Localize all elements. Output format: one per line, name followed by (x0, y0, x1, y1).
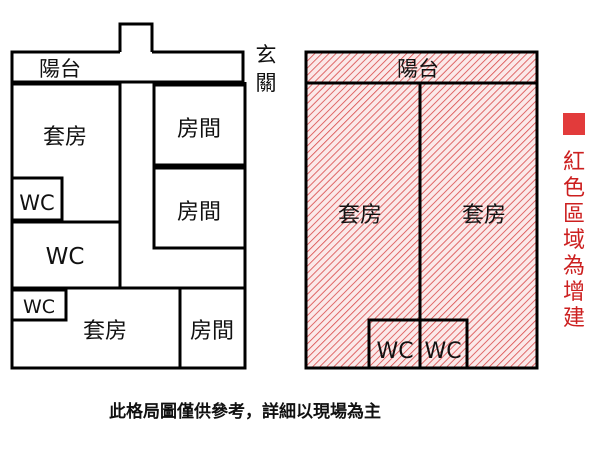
wc-small-1-outline (10, 176, 64, 222)
entrance-label-top: 玄 (256, 43, 277, 67)
left-balcony-label: 陽台 (39, 57, 81, 81)
wc-right-label: WC (424, 339, 461, 364)
suite-bottom-label: 套房 (83, 319, 127, 344)
wc-small-1-label: WC (19, 191, 54, 215)
legend-red-swatch (563, 113, 585, 135)
suite-right-label: 套房 (462, 203, 506, 228)
right-floor-plan: 陽台 套房 套房 WC WC (304, 50, 539, 370)
wc-small-2-outline (10, 288, 68, 322)
left-balcony-outline (10, 50, 245, 84)
room-2-outline (152, 166, 247, 250)
legend-char-3: 區 (563, 202, 585, 227)
right-wc-block-outline (367, 318, 469, 370)
legend-char-5: 為 (563, 254, 585, 279)
suite-top-label: 套房 (43, 125, 87, 150)
left-floor-plan: 陽台 玄 關 套房 房間 房間 WC WC WC 套房 房間 (10, 22, 277, 370)
wc-small-2-label: WC (23, 296, 55, 318)
legend-char-7: 建 (563, 306, 585, 331)
room-3-label: 房間 (190, 319, 234, 344)
legend-char-1: 紅 (563, 150, 585, 175)
room-1-label: 房間 (177, 117, 221, 142)
wc-left-label: WC (376, 339, 413, 364)
corridor-top-stub (118, 22, 154, 52)
footer-note: 此格局圖僅供參考，詳細以現場為主 (109, 401, 381, 422)
suite-left-label: 套房 (338, 203, 382, 228)
wc-large-label: WC (46, 244, 85, 270)
legend-char-2: 色 (563, 176, 585, 201)
room-1-outline (152, 83, 247, 167)
legend-char-4: 域 (563, 228, 585, 253)
right-balcony-label: 陽台 (397, 57, 439, 81)
legend-char-6: 增 (563, 280, 585, 305)
legend: 紅 色 區 域 為 增 建 (563, 113, 585, 331)
room-2-label: 房間 (177, 200, 221, 225)
entrance-label-bottom: 關 (256, 71, 277, 95)
